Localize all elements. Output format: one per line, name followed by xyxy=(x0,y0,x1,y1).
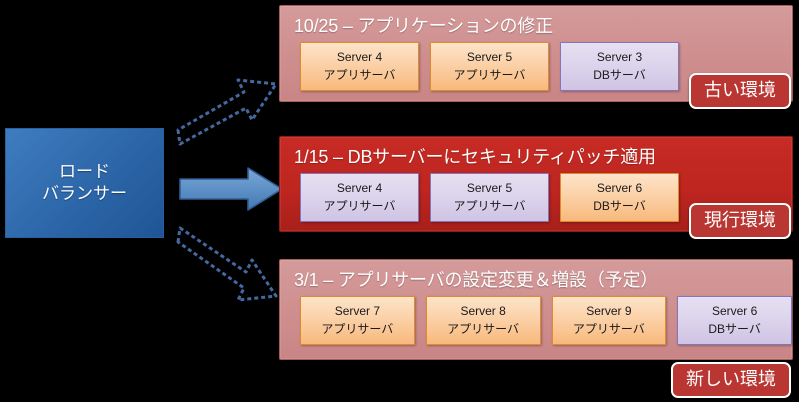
arrow-to-current-environment xyxy=(179,167,283,211)
server-row-old: Server 4 アプリサーバ Server 5 アプリサーバ Server 3… xyxy=(280,35,792,91)
server-name: Server 6 xyxy=(596,181,643,196)
panel-title-new: 3/1 – アプリサーバの設定変更＆増設（予定） xyxy=(294,270,659,290)
server-box[interactable]: Server 3 DBサーバ xyxy=(560,42,679,91)
arrow-to-old-environment xyxy=(176,78,278,146)
panel-new-environment: 3/1 – アプリサーバの設定変更＆増設（予定） Server 7 アプリサーバ… xyxy=(279,259,793,360)
badge-old-environment: 古い環境 xyxy=(689,73,791,109)
server-role: DBサーバ xyxy=(593,67,646,82)
server-row-current: Server 4 アプリサーバ Server 5 アプリサーバ Server 6… xyxy=(280,166,792,222)
panel-title-current: 1/15 – DBサーバーにセキュリティパッチ適用 xyxy=(294,147,656,167)
server-box[interactable]: Server 4 アプリサーバ xyxy=(300,42,419,91)
load-balancer-box[interactable]: ロード バランサー xyxy=(5,128,164,238)
server-box[interactable]: Server 6 DBサーバ xyxy=(677,296,792,345)
server-role: アプリサーバ xyxy=(447,321,520,336)
panel-old-environment: 10/25 – アプリケーションの修正 Server 4 アプリサーバ Serv… xyxy=(279,5,793,102)
server-role: DBサーバ xyxy=(593,198,646,213)
server-role: アプリサーバ xyxy=(453,67,526,82)
server-name: Server 4 xyxy=(336,181,383,196)
server-box[interactable]: Server 4 アプリサーバ xyxy=(300,173,419,222)
server-role: アプリサーバ xyxy=(572,321,645,336)
load-balancer-label-line2: バランサー xyxy=(42,184,127,203)
server-role: アプリサーバ xyxy=(323,67,396,82)
server-name: Server 7 xyxy=(334,304,381,319)
server-box[interactable]: Server 9 アプリサーバ xyxy=(551,296,667,345)
server-name: Server 5 xyxy=(466,181,513,196)
server-box[interactable]: Server 5 アプリサーバ xyxy=(430,173,549,222)
server-role: アプリサーバ xyxy=(321,321,394,336)
panel-title-old: 10/25 – アプリケーションの修正 xyxy=(294,16,553,36)
load-balancer-label-line1: ロード xyxy=(59,161,110,181)
server-row-new: Server 7 アプリサーバ Server 8 アプリサーバ Server 9… xyxy=(280,289,792,345)
server-name: Server 4 xyxy=(336,50,383,65)
server-role: アプリサーバ xyxy=(323,198,396,213)
panel-current-environment: 1/15 – DBサーバーにセキュリティパッチ適用 Server 4 アプリサー… xyxy=(279,136,793,232)
badge-new-environment: 新しい環境 xyxy=(671,362,791,398)
server-name: Server 3 xyxy=(596,50,643,65)
server-name: Server 9 xyxy=(586,304,632,319)
arrow-to-new-environment xyxy=(176,226,278,302)
server-name: Server 8 xyxy=(460,304,506,319)
server-box[interactable]: Server 6 DBサーバ xyxy=(560,173,679,222)
server-name: Server 6 xyxy=(711,304,758,319)
badge-current-environment: 現行環境 xyxy=(689,203,791,239)
server-box[interactable]: Server 7 アプリサーバ xyxy=(300,296,415,345)
server-name: Server 5 xyxy=(466,50,513,65)
server-box[interactable]: Server 5 アプリサーバ xyxy=(430,42,549,91)
server-role: アプリサーバ xyxy=(453,198,526,213)
server-role: DBサーバ xyxy=(708,321,761,336)
server-box[interactable]: Server 8 アプリサーバ xyxy=(425,296,541,345)
